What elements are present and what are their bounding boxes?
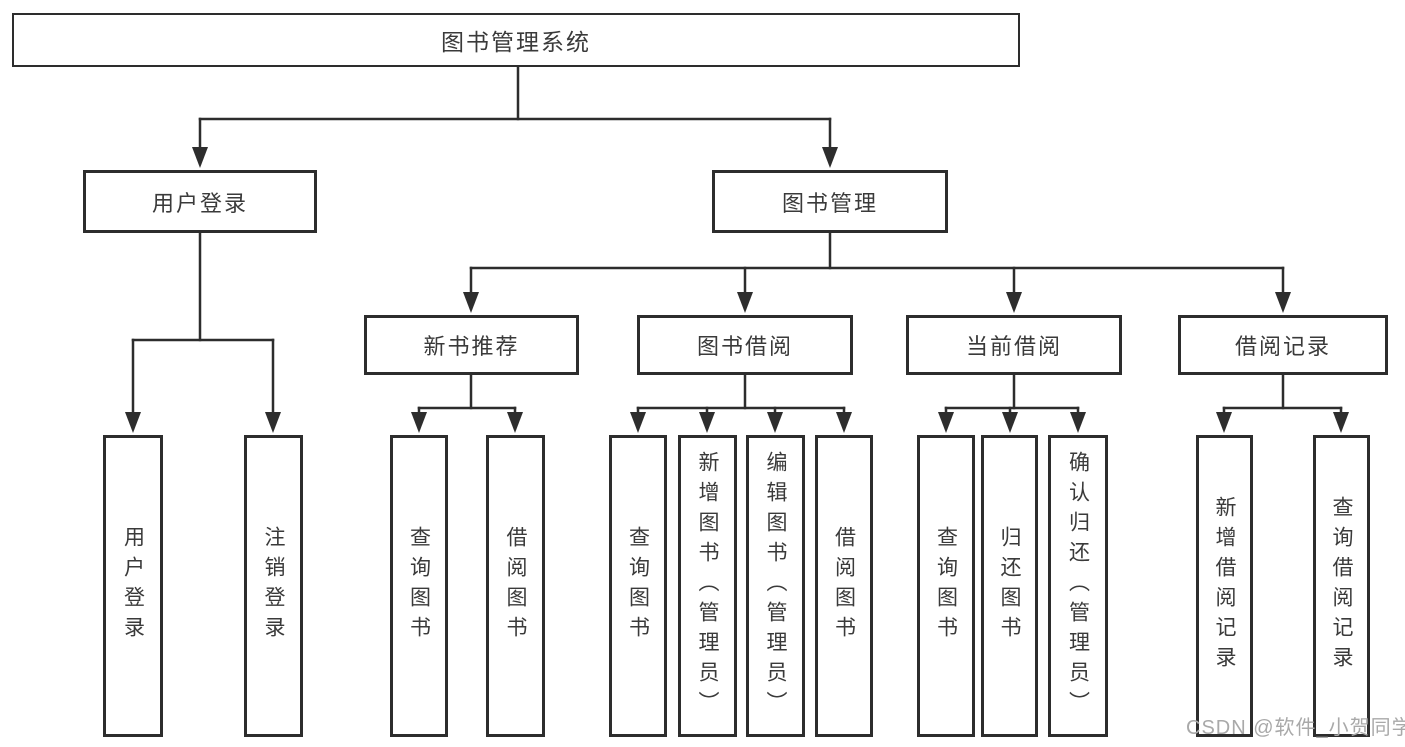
node-label: 当前借阅 xyxy=(965,334,1062,359)
leaf-borrow-book-1: 借阅图书 xyxy=(486,435,545,737)
node-user-login: 用户登录 xyxy=(83,170,317,233)
node-label: 确认归还（管理员） xyxy=(1066,451,1090,721)
node-label: 借阅记录 xyxy=(1234,334,1331,359)
csdn-watermark: CSDN @软件_小贺同学 xyxy=(1186,717,1405,739)
node-label: 借阅图书 xyxy=(832,526,856,646)
leaf-confirm-return-admin: 确认归还（管理员） xyxy=(1048,435,1108,737)
node-current-borrow: 当前借阅 xyxy=(906,315,1122,375)
node-label: 新书推荐 xyxy=(423,334,520,359)
node-label: 新增借阅记录 xyxy=(1213,496,1236,676)
node-book-borrow: 图书借阅 xyxy=(637,315,853,375)
node-label: 借阅图书 xyxy=(504,526,527,646)
node-label: 注销登录 xyxy=(262,526,285,646)
node-label: 查询图书 xyxy=(626,526,650,646)
node-label: 用户登录 xyxy=(151,190,248,216)
node-system-root: 图书管理系统 xyxy=(12,13,1020,67)
leaf-query-book-2: 查询图书 xyxy=(609,435,667,737)
leaf-add-borrow-record: 新增借阅记录 xyxy=(1196,435,1253,737)
node-book-management: 图书管理 xyxy=(712,170,948,233)
node-label: 查询图书 xyxy=(407,526,431,646)
node-borrow-record: 借阅记录 xyxy=(1178,315,1388,375)
node-label: 图书管理 xyxy=(781,190,878,216)
leaf-query-book-1: 查询图书 xyxy=(390,435,448,737)
leaf-borrow-book-2: 借阅图书 xyxy=(815,435,873,737)
leaf-query-borrow-record: 查询借阅记录 xyxy=(1313,435,1370,737)
node-label: 查询图书 xyxy=(934,526,958,646)
node-label: 归还图书 xyxy=(998,526,1021,646)
node-new-book-recommend: 新书推荐 xyxy=(364,315,579,375)
node-label: 查询借阅记录 xyxy=(1330,496,1353,676)
node-label: 编辑图书（管理员） xyxy=(764,451,787,721)
node-label: 图书借阅 xyxy=(696,334,793,359)
arrowheads xyxy=(125,147,1349,433)
node-label: 图书管理系统 xyxy=(441,29,591,55)
leaf-logout: 注销登录 xyxy=(244,435,303,737)
node-label: 新增图书（管理员） xyxy=(696,451,719,721)
leaf-query-book-3: 查询图书 xyxy=(917,435,975,737)
leaf-user-login: 用户登录 xyxy=(103,435,163,737)
node-label: 用户登录 xyxy=(121,526,145,646)
leaf-return-book: 归还图书 xyxy=(981,435,1038,737)
leaf-edit-book-admin: 编辑图书（管理员） xyxy=(746,435,805,737)
leaf-add-book-admin: 新增图书（管理员） xyxy=(678,435,737,737)
